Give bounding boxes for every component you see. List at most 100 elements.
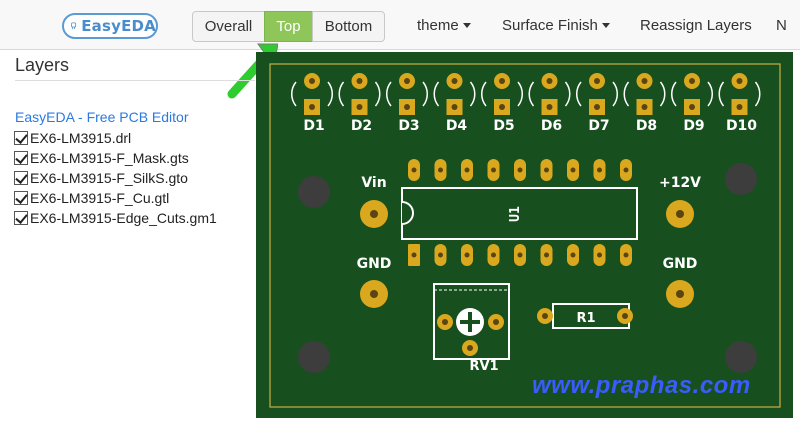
chevron-down-icon bbox=[601, 23, 610, 28]
layer-file-item[interactable]: EX6-LM3915-Edge_Cuts.gm1 bbox=[14, 208, 217, 228]
checkbox[interactable] bbox=[14, 211, 28, 225]
theme-menu-label: theme bbox=[417, 17, 459, 34]
led-silk bbox=[564, 81, 571, 107]
led-silk bbox=[670, 81, 677, 107]
led-silk bbox=[612, 81, 619, 107]
pad-hole bbox=[491, 167, 496, 173]
led-d5: D5 bbox=[480, 73, 524, 134]
pad-hole bbox=[493, 319, 499, 325]
pad-hole bbox=[451, 78, 458, 84]
top-button[interactable]: Top bbox=[264, 11, 313, 42]
pad-hole bbox=[641, 104, 648, 110]
led-silk bbox=[469, 81, 476, 107]
led-label: D4 bbox=[446, 118, 468, 134]
ic-notch bbox=[401, 201, 414, 225]
led-d10: D10 bbox=[718, 73, 761, 134]
pad-hole bbox=[736, 78, 743, 84]
easyeda-logo[interactable]: EasyEDA bbox=[62, 13, 158, 39]
pad-hole bbox=[517, 252, 523, 258]
led-label: D8 bbox=[636, 118, 657, 134]
surface-finish-menu[interactable]: Surface Finish bbox=[502, 17, 610, 34]
led-d7: D7 bbox=[575, 73, 619, 134]
pad-hole bbox=[542, 313, 548, 319]
pad-hole bbox=[544, 252, 549, 258]
pad-hole bbox=[689, 78, 695, 84]
checkbox[interactable] bbox=[14, 131, 28, 145]
checkbox[interactable] bbox=[14, 191, 28, 205]
bottom-button[interactable]: Bottom bbox=[312, 11, 385, 42]
editor-link[interactable]: EasyEDA - Free PCB Editor bbox=[15, 109, 189, 125]
led-label: D3 bbox=[398, 118, 419, 134]
layer-file-item[interactable]: EX6-LM3915.drl bbox=[14, 128, 217, 148]
pad-hole bbox=[438, 252, 443, 258]
divider bbox=[15, 80, 255, 81]
toolbar: EasyEDA Overall Top Bottom theme Surface… bbox=[0, 0, 800, 50]
theme-menu[interactable]: theme bbox=[417, 17, 471, 34]
pad-hole bbox=[404, 104, 410, 110]
led-label: D1 bbox=[303, 118, 324, 134]
pad-hole bbox=[309, 104, 315, 110]
layer-file-name: EX6-LM3915-Edge_Cuts.gm1 bbox=[30, 210, 217, 226]
layer-file-name: EX6-LM3915-F_SilkS.gto bbox=[30, 170, 188, 186]
pad-hole bbox=[517, 167, 523, 173]
mounting-hole bbox=[298, 176, 330, 208]
pad-hole bbox=[594, 104, 600, 110]
pad-hole bbox=[464, 252, 470, 258]
pad-hole bbox=[622, 313, 628, 319]
led-label: D7 bbox=[588, 118, 609, 134]
resistor-label: R1 bbox=[576, 311, 595, 326]
layer-file-item[interactable]: EX6-LM3915-F_SilkS.gto bbox=[14, 168, 217, 188]
pot-label: RV1 bbox=[469, 359, 498, 374]
led-d4: D4 bbox=[433, 73, 476, 134]
pad-hole bbox=[309, 78, 315, 84]
led-silk bbox=[623, 81, 630, 107]
checkbox[interactable] bbox=[14, 151, 28, 165]
layers-title: Layers bbox=[15, 55, 70, 75]
pad-hole bbox=[370, 290, 378, 298]
v12-label: +12V bbox=[659, 175, 701, 191]
pad-hole bbox=[597, 252, 602, 258]
pad-hole bbox=[411, 252, 417, 258]
logo-text: EasyEDA bbox=[81, 17, 156, 35]
pad-hole bbox=[411, 167, 417, 173]
layer-file-name: EX6-LM3915.drl bbox=[30, 130, 132, 146]
led-silk bbox=[327, 81, 334, 107]
led-d3: D3 bbox=[385, 73, 429, 134]
layer-file-item[interactable]: EX6-LM3915-F_Mask.gts bbox=[14, 148, 217, 168]
view-toggle-group: Overall Top Bottom bbox=[192, 11, 385, 42]
watermark: www.praphas.com bbox=[532, 372, 751, 399]
more-menu[interactable]: N bbox=[776, 17, 787, 34]
pad-hole bbox=[594, 78, 600, 84]
pad-hole bbox=[442, 319, 448, 325]
pad-hole bbox=[491, 252, 496, 258]
ic-label: U1 bbox=[508, 206, 523, 222]
reassign-layers-menu[interactable]: Reassign Layers bbox=[640, 17, 752, 34]
pad-hole bbox=[356, 78, 363, 84]
pad-hole bbox=[689, 104, 695, 110]
led-d8: D8 bbox=[623, 73, 666, 134]
logo-icon bbox=[71, 22, 77, 30]
led-label: D10 bbox=[726, 118, 757, 134]
led-silk bbox=[528, 81, 535, 107]
layer-file-name: EX6-LM3915-F_Cu.gtl bbox=[30, 190, 170, 206]
led-d1: D1 bbox=[290, 73, 334, 134]
pad-hole bbox=[597, 167, 602, 173]
pad-hole bbox=[546, 78, 553, 84]
pad-hole bbox=[438, 167, 443, 173]
gnd-right-label: GND bbox=[663, 256, 698, 272]
pad-hole bbox=[467, 345, 473, 351]
checkbox[interactable] bbox=[14, 171, 28, 185]
mounting-hole bbox=[725, 163, 757, 195]
layer-file-item[interactable]: EX6-LM3915-F_Cu.gtl bbox=[14, 188, 217, 208]
led-silk bbox=[480, 81, 487, 107]
pad-hole bbox=[736, 104, 743, 110]
pad-hole bbox=[499, 104, 505, 110]
led-label: D6 bbox=[541, 118, 562, 134]
pad-hole bbox=[641, 78, 648, 84]
led-silk bbox=[374, 81, 381, 107]
vin-label: Vin bbox=[361, 175, 386, 191]
led-label: D5 bbox=[493, 118, 514, 134]
pad-hole bbox=[499, 78, 505, 84]
pad-hole bbox=[570, 167, 576, 173]
